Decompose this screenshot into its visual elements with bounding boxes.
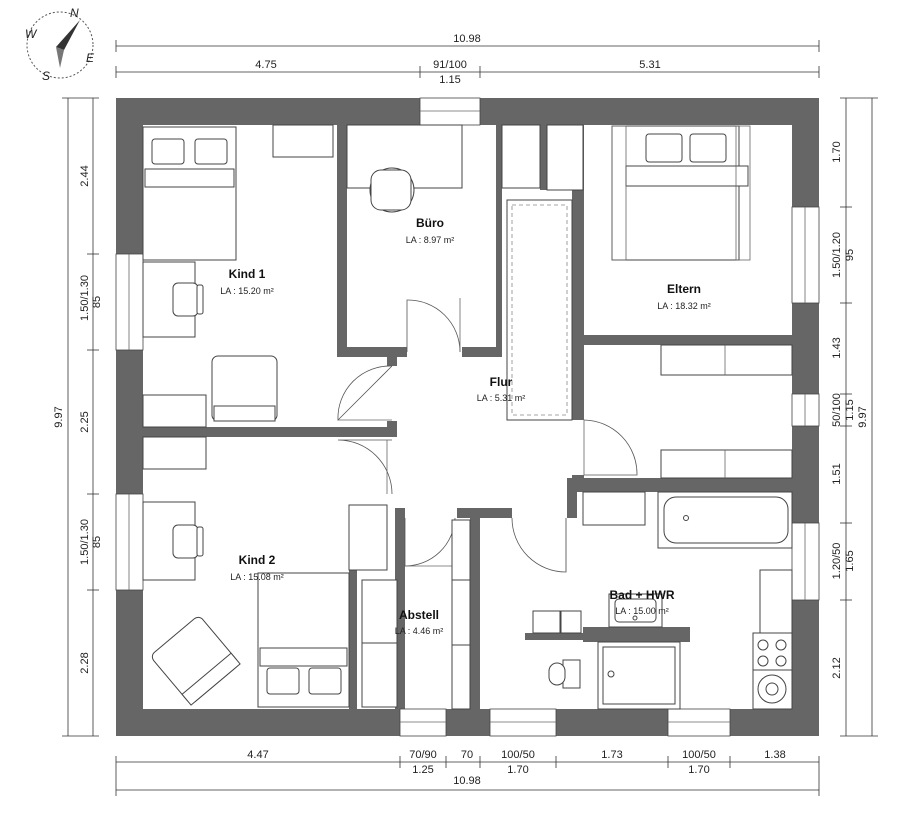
dim-right-2: 1.50/1.20: [831, 232, 843, 278]
room-name-buero: Büro: [416, 216, 444, 230]
dim-bottom-5: 100/50: [501, 749, 535, 761]
room-area-eltern: LA : 18.32 m²: [657, 301, 711, 311]
dim-left-1: 2.44: [79, 165, 91, 186]
room-name-eltern: Eltern: [667, 282, 701, 296]
room-name-bad-hwr: Bad + HWR: [609, 588, 674, 602]
windows: [115, 97, 820, 737]
room-area-kind1: LA : 15.20 m²: [220, 286, 274, 296]
compass-letter-e: E: [86, 51, 95, 65]
room-name-flur: Flur: [490, 375, 513, 389]
dim-bottom-3: 1.25: [412, 764, 433, 776]
dim-left-5: 1.50/1.30: [79, 519, 91, 565]
dim-right-8: 1.20/50: [831, 543, 843, 580]
dim-bottom-8: 100/50: [682, 749, 716, 761]
compass-icon: N E S W: [25, 6, 95, 83]
dim-bottom-10: 1.38: [764, 749, 785, 761]
room-area-flur: LA : 5.31 m²: [477, 393, 526, 403]
dim-left-6: 85: [91, 536, 103, 548]
dim-bottom-total: 10.98: [453, 775, 481, 787]
room-name-kind2: Kind 2: [239, 553, 276, 567]
room-name-abstell: Abstell: [399, 608, 439, 622]
dim-right-10: 2.12: [831, 657, 843, 678]
dim-right-1: 1.70: [831, 141, 843, 162]
compass-letter-n: N: [70, 6, 79, 20]
dim-top-3: 1.15: [439, 74, 460, 86]
dim-right-6: 1.15: [844, 399, 856, 420]
dim-right-7: 1.51: [831, 463, 843, 484]
dimension-lines: [62, 40, 878, 796]
dim-right-5: 50/100: [831, 393, 843, 427]
compass-letter-w: W: [25, 27, 38, 41]
dim-bottom-4: 70: [461, 749, 473, 761]
dim-left-3: 85: [91, 296, 103, 308]
dim-right-9: 1.65: [844, 550, 856, 571]
compass-letter-s: S: [42, 69, 50, 83]
dim-bottom-1: 4.47: [247, 749, 268, 761]
room-area-kind2: LA : 15.08 m²: [230, 572, 284, 582]
room-name-kind1: Kind 1: [229, 267, 266, 281]
dim-left-4: 2.25: [79, 411, 91, 432]
dim-right-3: 95: [844, 249, 856, 261]
room-labels: Kind 1 LA : 15.20 m² Büro LA : 8.97 m² E…: [220, 216, 711, 636]
dim-top-4: 5.31: [639, 59, 660, 71]
dim-bottom-7: 1.73: [601, 749, 622, 761]
room-area-bad-hwr: LA : 15.00 m²: [615, 606, 669, 616]
room-area-abstell: LA : 4.46 m²: [395, 626, 444, 636]
doors: [337, 298, 638, 573]
dim-left-7: 2.28: [79, 652, 91, 673]
dimension-labels: 10.98 4.75 91/100 1.15 5.31 4.47 70/90 1…: [53, 33, 869, 787]
dim-top-total: 10.98: [453, 33, 481, 45]
room-area-buero: LA : 8.97 m²: [406, 235, 455, 245]
dim-right-4: 1.43: [831, 337, 843, 358]
furniture: [142, 124, 793, 710]
dim-right-total: 9.97: [857, 406, 869, 427]
dim-bottom-2: 70/90: [409, 749, 437, 761]
dim-left-total: 9.97: [53, 406, 65, 427]
dim-bottom-6: 1.70: [507, 764, 528, 776]
dim-bottom-9: 1.70: [688, 764, 709, 776]
dim-left-2: 1.50/1.30: [79, 275, 91, 321]
dim-top-1: 4.75: [255, 59, 276, 71]
dim-top-2: 91/100: [433, 59, 467, 71]
